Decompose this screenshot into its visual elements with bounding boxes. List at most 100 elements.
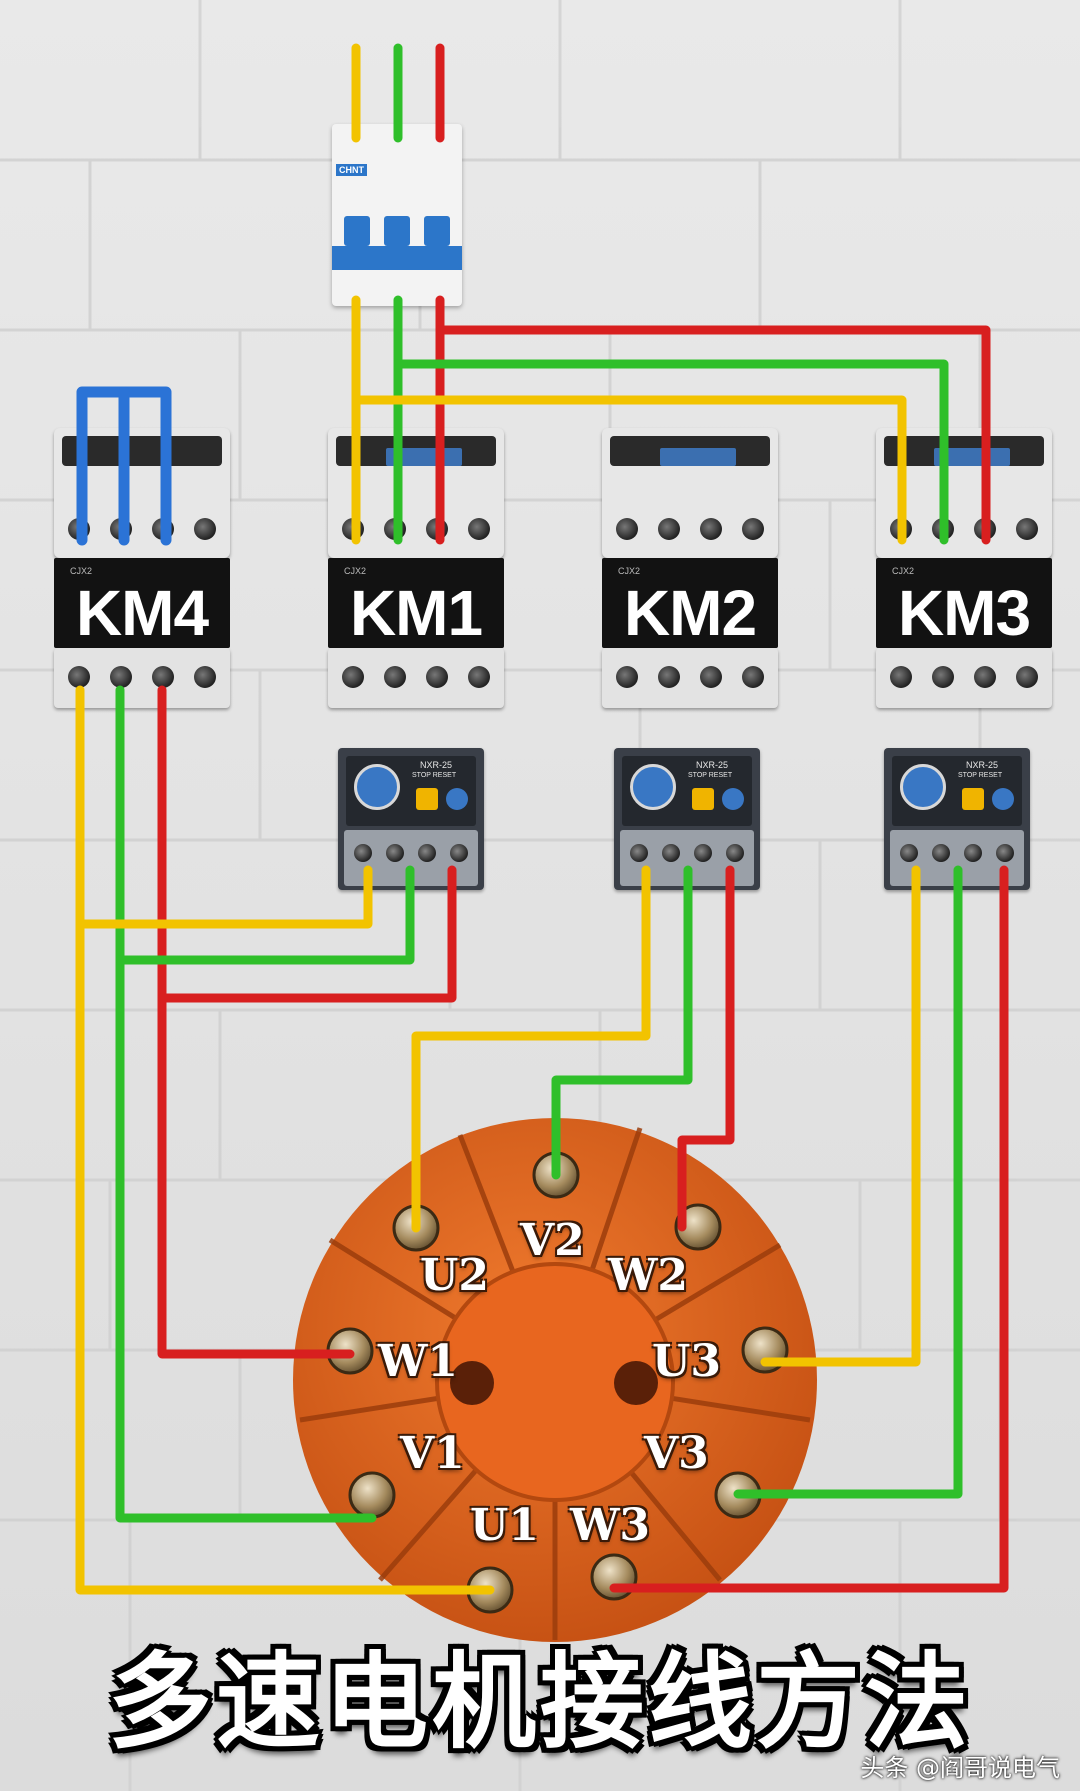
wire-km3-w3-red xyxy=(609,865,1009,1593)
wire-km2-v2-green xyxy=(551,865,693,1180)
terminal-screw xyxy=(426,666,448,688)
terminal-screw xyxy=(742,666,764,688)
terminal-label-u2: U2 xyxy=(420,1250,489,1301)
contactor-face xyxy=(328,558,504,648)
circuit-breaker: CHNT xyxy=(332,124,462,306)
relay-buttons-label: STOP RESET xyxy=(688,772,733,779)
contactor-face xyxy=(54,558,230,648)
contactor-window xyxy=(660,448,736,466)
terminal-screw xyxy=(658,518,680,540)
contactor-label: KM4 xyxy=(75,577,209,649)
wire-km1-relay-yellow xyxy=(75,865,373,929)
terminal-screw xyxy=(1016,666,1038,688)
terminal-screw xyxy=(384,666,406,688)
terminal-screw xyxy=(974,666,996,688)
breaker-body xyxy=(332,124,462,306)
wire-km1-relay-green xyxy=(115,865,415,965)
wire-km4-u1-yellow xyxy=(75,685,495,1595)
relay-buttons-label: STOP RESET xyxy=(958,772,1003,779)
wire-bus-km3-yellow xyxy=(351,395,907,545)
terminal-label-u1: U1 xyxy=(470,1500,539,1551)
relay-model: NXR-25 xyxy=(966,760,999,770)
terminal-screw xyxy=(342,666,364,688)
terminal-screw xyxy=(68,666,90,688)
terminal-screw xyxy=(996,844,1014,862)
contactor-window xyxy=(934,448,1010,466)
current-adjust-dial xyxy=(354,764,400,810)
terminal-screw xyxy=(890,666,912,688)
wire-km4-v1-green xyxy=(115,685,377,1523)
terminal-screw xyxy=(932,844,950,862)
contactor-bottom xyxy=(328,648,504,708)
terminal-screw xyxy=(694,844,712,862)
contactor-face xyxy=(602,558,778,648)
wire-bus-km3-red xyxy=(435,325,991,545)
contactor-cap xyxy=(610,436,770,466)
watermark: 头条 @阎哥说电气 xyxy=(860,1754,1060,1782)
terminal-screw xyxy=(468,666,490,688)
terminal-label-w2: W2 xyxy=(608,1250,689,1301)
contactor-face xyxy=(876,558,1052,648)
terminal-screw xyxy=(194,666,216,688)
terminal-label-u3: U3 xyxy=(652,1336,721,1387)
contactor-model: CJX2 xyxy=(892,566,915,576)
wire-bus-km3-green xyxy=(393,359,949,545)
terminal-screw xyxy=(700,666,722,688)
contactor-top xyxy=(602,428,778,558)
wire-km2-w2-red xyxy=(677,865,735,1232)
terminal-screw xyxy=(616,666,638,688)
terminal-label-v1: V1 xyxy=(400,1428,465,1479)
breaker-toggle-2 xyxy=(384,216,410,246)
terminal-screw xyxy=(1016,518,1038,540)
terminal-screw xyxy=(900,844,918,862)
contactor-cap xyxy=(884,436,1044,466)
terminal-screw xyxy=(152,666,174,688)
terminal-screw xyxy=(742,518,764,540)
terminal-screw xyxy=(468,518,490,540)
hub-hole xyxy=(614,1361,658,1405)
reset-button xyxy=(446,788,468,810)
terminal-label-v3: V3 xyxy=(644,1428,709,1479)
terminal-label-w3: W3 xyxy=(570,1500,651,1551)
contactor-model: CJX2 xyxy=(344,566,367,576)
terminal-screw xyxy=(630,844,648,862)
contactor-km2: CJX2 KM2 xyxy=(602,428,778,718)
contactor-bottom xyxy=(602,648,778,708)
relay-model: NXR-25 xyxy=(696,760,729,770)
stop-button xyxy=(416,788,438,810)
terminal-screw xyxy=(386,844,404,862)
terminal-screw xyxy=(418,844,436,862)
stop-button xyxy=(692,788,714,810)
wire-km3-u3-yellow xyxy=(760,865,921,1367)
contactor-cap xyxy=(62,436,222,466)
contactor-cap xyxy=(336,436,496,466)
wire-km4-w1-red xyxy=(157,685,355,1359)
terminal-screw xyxy=(616,518,638,540)
relay-buttons-label: STOP RESET xyxy=(412,772,457,779)
breaker-toggle-3 xyxy=(424,216,450,246)
terminal-screw xyxy=(110,666,132,688)
contactor-label: KM1 xyxy=(349,577,483,649)
contactor-bottom xyxy=(876,648,1052,708)
terminal-bolts xyxy=(326,1151,789,1614)
breaker-toggle-1 xyxy=(344,216,370,246)
terminal-screw xyxy=(354,844,372,862)
stop-button xyxy=(962,788,984,810)
hub-hole xyxy=(450,1361,494,1405)
terminal-label-v2: V2 xyxy=(520,1215,585,1266)
terminal-screw xyxy=(662,844,680,862)
terminal-screw xyxy=(658,666,680,688)
wire-km1-relay-red xyxy=(157,865,457,1003)
bolt-w2 xyxy=(674,1203,722,1251)
current-adjust-dial xyxy=(900,764,946,810)
contactor-label: KM3 xyxy=(897,577,1031,649)
terminal-screw xyxy=(726,844,744,862)
terminal-screw xyxy=(932,666,954,688)
breaker-band xyxy=(332,246,462,270)
contactor-label: KM2 xyxy=(623,577,757,649)
relay-model: NXR-25 xyxy=(420,760,453,770)
terminal-screw xyxy=(194,518,216,540)
terminal-screw xyxy=(964,844,982,862)
